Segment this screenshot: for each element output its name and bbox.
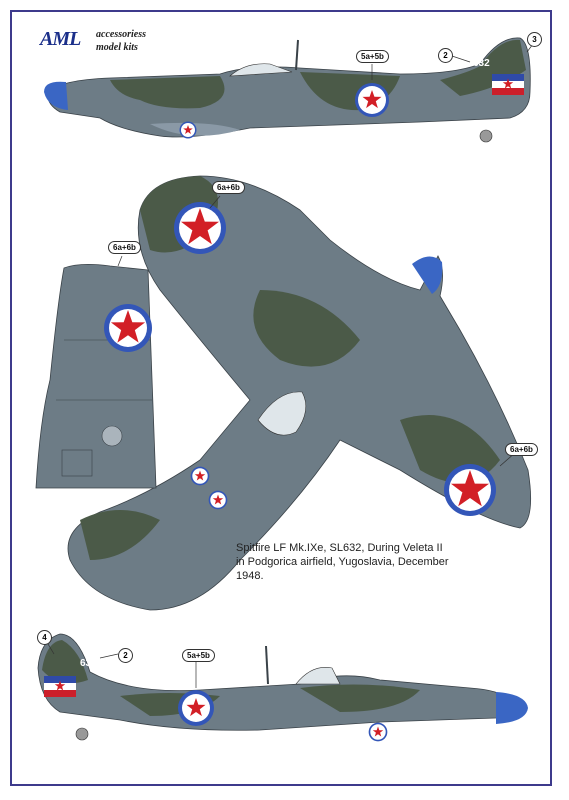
- top-under-roundel: [179, 121, 197, 139]
- bottom-antenna: [265, 645, 269, 685]
- bottom-camo-2: [300, 684, 420, 712]
- top-camo-1: [110, 76, 225, 109]
- logo-brand: AML: [40, 28, 81, 50]
- plan-roundel-right-wing: [444, 464, 496, 516]
- aircraft-caption: Spitfire LF Mk.IXe, SL632, During Veleta…: [236, 541, 476, 583]
- plan-roundel-left-wing: [174, 202, 226, 254]
- bottom-canopy: [295, 667, 341, 685]
- callout-top-2: 2: [438, 48, 453, 63]
- plan-roundel-tail-1: [190, 466, 210, 486]
- top-serial-text: 632: [473, 58, 490, 69]
- fin-shape: [35, 264, 157, 489]
- logo-line2: model kits: [96, 42, 138, 53]
- plan-roundel-tail-2: [208, 490, 228, 510]
- aml-logo: AML accessoriess model kits: [40, 26, 160, 58]
- top-side-view: 632: [44, 37, 534, 143]
- callout-wing-6a6b-right: 6a+6b: [505, 443, 538, 456]
- bottom-fuselage: [37, 633, 511, 731]
- logo-line1: accessoriess: [96, 29, 146, 40]
- bottom-camo-fin: [42, 640, 88, 684]
- plan-camo-tail: [80, 510, 160, 560]
- caption-line1: Spitfire LF Mk.IXe, SL632, During Veleta…: [236, 542, 443, 554]
- top-flag: [492, 74, 524, 95]
- bottom-flag: [44, 676, 76, 697]
- plan-canopy: [257, 391, 307, 436]
- fin-detail: [35, 255, 157, 489]
- callout-bottom-5a5b: 5a+5b: [182, 649, 215, 662]
- plan-camo-2: [253, 290, 360, 367]
- callout-top-5a5b: 5a+5b: [356, 50, 389, 63]
- top-canopy: [229, 63, 293, 77]
- plan-view: [67, 175, 532, 611]
- fin-roundel: [104, 304, 152, 352]
- callout-bottom-2: 2: [118, 648, 133, 663]
- top-antenna: [295, 39, 299, 71]
- bottom-under-roundel: [368, 722, 388, 742]
- bottom-tailwheel: [75, 727, 89, 741]
- callout-fin-6a6b: 6a+6b: [108, 241, 141, 254]
- bottom-spinner: [496, 692, 528, 724]
- callout-bottom-4: 4: [37, 630, 52, 645]
- plan-spinner: [412, 256, 443, 294]
- caption-line2: in Podgorica airfield, Yugoslavia, Decem…: [236, 556, 449, 582]
- bottom-side-view: 632: [37, 633, 528, 742]
- bottom-serial-text: 632: [80, 658, 97, 669]
- callout-wing-6a6b-top: 6a+6b: [212, 181, 245, 194]
- top-spinner: [44, 81, 68, 110]
- top-roundel: [355, 83, 389, 117]
- bottom-roundel: [178, 690, 214, 726]
- callout-top-3: 3: [527, 32, 542, 47]
- top-tailwheel: [479, 129, 493, 143]
